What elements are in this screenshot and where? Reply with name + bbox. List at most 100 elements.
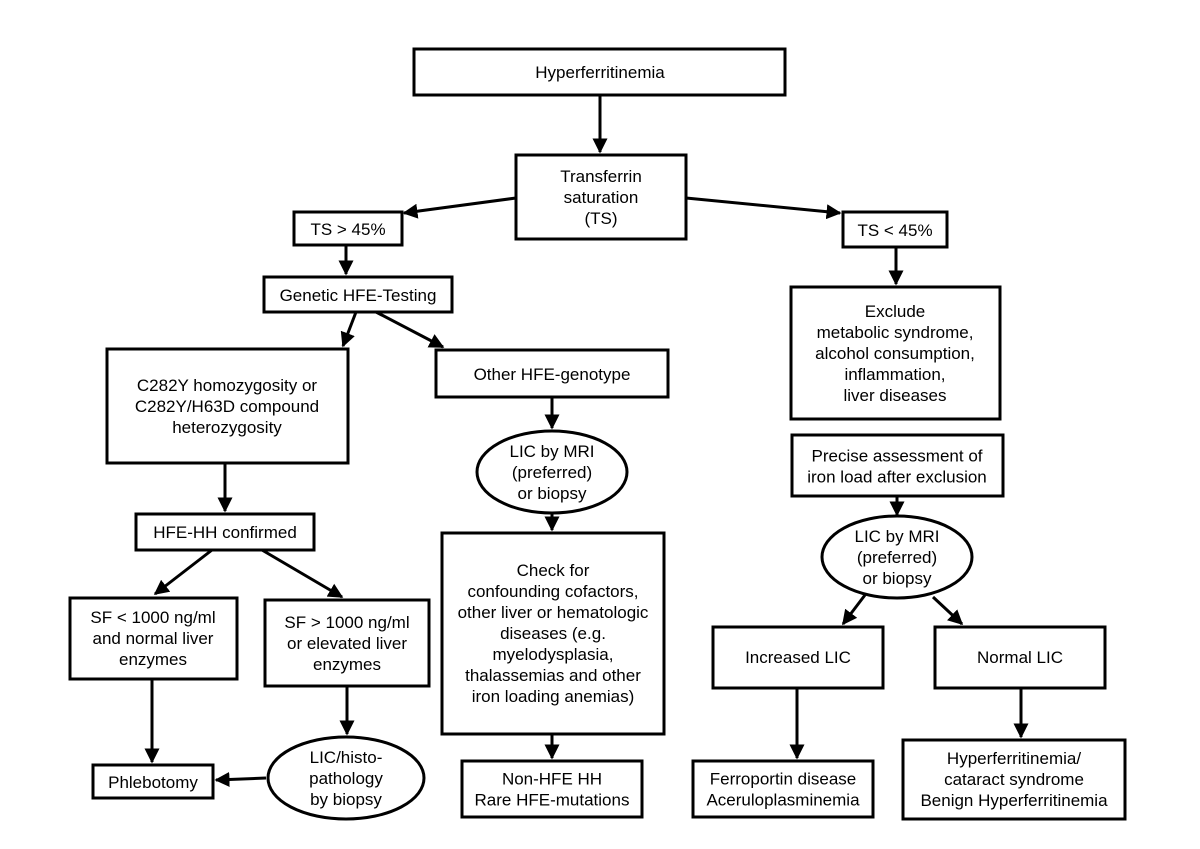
hyperferritinemia-cataract-line-2: cataract syndrome xyxy=(944,770,1084,789)
other-genotype-line-1: Other HFE-genotype xyxy=(474,365,631,384)
c282y-line-1: C282Y homozygosity or xyxy=(137,376,318,395)
sf-low-line-1: SF < 1000 ng/ml xyxy=(90,608,215,627)
node-lic-mri-right: LIC by MRI(preferred)or biopsy xyxy=(820,514,974,600)
sf-high-line-2: or elevated liver xyxy=(287,634,407,653)
node-hyperferritinemia-text: Hyperferritinemia xyxy=(535,63,665,82)
transferrin-saturation-line-2: saturation xyxy=(564,188,639,207)
lic-mri-mid-line-3: or biopsy xyxy=(518,484,587,503)
node-transferrin-saturation-text: Transferrin saturation (TS) xyxy=(560,167,642,228)
exclude-line-2: metabolic syndrome, xyxy=(817,323,974,342)
arrow-hh-confirmed-to-sf-high xyxy=(261,548,344,599)
non-hfe-hh-line-1: Non-HFE HH xyxy=(502,770,602,789)
check-confounding-line-7: iron loading anemias) xyxy=(472,687,635,706)
node-check-confounding: Check for confounding cofactors, other liv… xyxy=(440,531,666,736)
arrow-hh-confirmed-to-sf-low xyxy=(153,548,213,596)
node-hfe-hh-confirmed-text: HFE-HH confirmed xyxy=(153,523,297,542)
node-increased-lic-text: Increased LIC xyxy=(745,648,851,667)
lic-mri-right-line-2: (preferred) xyxy=(857,548,937,567)
arrow-genetic-to-c282y xyxy=(340,311,358,348)
node-other-hfe-genotype: Other HFE-genotype xyxy=(434,348,670,399)
node-lic-mri-right-text: LIC by MRI(preferred)or biopsy xyxy=(854,527,939,588)
check-confounding-line-5: myelodysplasia, xyxy=(493,645,614,664)
node-ts-high: TS > 45% xyxy=(292,210,404,247)
check-confounding-line-1: Check for xyxy=(517,561,590,580)
node-exclude: Exclude metabolic syndrome, alcohol consum… xyxy=(789,285,1002,421)
node-increased-lic: Increased LIC xyxy=(711,625,885,690)
sf-high-line-1: SF > 1000 ng/ml xyxy=(284,613,409,632)
check-confounding-line-3: other liver or hematologic xyxy=(458,603,649,622)
ts-low-line-1: TS < 45% xyxy=(857,221,932,240)
node-c282y-homozygosity-text: C282Y homozygosity or C282Y/H63D compound… xyxy=(135,376,319,437)
node-non-hfe-hh: Non-HFE HH Rare HFE-mutations xyxy=(460,759,644,819)
node-sf-low-text: SF < 1000 ng/ml and normal liver enzymes xyxy=(90,608,215,669)
hyperferritinemia-line-1: Hyperferritinemia xyxy=(535,63,665,82)
increased-lic-line-1: Increased LIC xyxy=(745,648,851,667)
check-confounding-line-6: thalassemias and other xyxy=(465,666,641,685)
node-ts-low: TS < 45% xyxy=(841,210,949,249)
node-ts-low-text: TS < 45% xyxy=(857,221,932,240)
check-confounding-line-4: diseases (e.g. xyxy=(500,624,606,643)
hyperferritinemia-cataract-line-3: Benign Hyperferritinemia xyxy=(920,791,1108,810)
arrow-genetic-to-other-genotype xyxy=(375,310,445,349)
lic-mri-mid-line-2: (preferred) xyxy=(512,463,592,482)
exclude-line-4: inflammation, xyxy=(844,365,945,384)
ts-high-line-1: TS > 45% xyxy=(310,220,385,239)
node-hfe-hh-confirmed: HFE-HH confirmed xyxy=(134,512,316,552)
node-sf-high: SF > 1000 ng/ml or elevated liver enzymes xyxy=(263,598,431,688)
node-lic-mri-middle: LIC by MRI (preferred) or biopsy xyxy=(475,429,629,515)
c282y-line-3: heterozygosity xyxy=(172,418,282,437)
node-non-hfe-hh-text: Non-HFE HH Rare HFE-mutations xyxy=(475,770,630,810)
node-genetic-testing-text: Genetic HFE-Testing xyxy=(280,286,437,305)
node-check-confounding-text: Check for confounding cofactors, other liv… xyxy=(458,561,649,706)
ferroportin-line-2: Aceruloplasminemia xyxy=(706,791,860,810)
arrow-lic-right-to-increased xyxy=(841,594,867,626)
node-transferrin-saturation: Transferrin saturation (TS) xyxy=(514,153,688,241)
ferroportin-line-1: Ferroportin disease xyxy=(710,770,856,789)
sf-low-line-2: and normal liver xyxy=(93,629,214,648)
lic-histo-line-3: by biopsy xyxy=(310,790,382,809)
arrow-lic-right-to-normal xyxy=(931,595,964,626)
node-normal-lic-text: Normal LIC xyxy=(977,648,1063,667)
arrow-ts-to-ts-low xyxy=(685,196,842,220)
hh-confirmed-line-1: HFE-HH confirmed xyxy=(153,523,297,542)
sf-low-line-3: enzymes xyxy=(119,650,187,669)
node-c282y-homozygosity: C282Y homozygosity or C282Y/H63D compound… xyxy=(105,347,350,465)
node-lic-mri-middle-text: LIC by MRI (preferred) or biopsy xyxy=(509,442,594,503)
exclude-line-1: Exclude xyxy=(865,302,925,321)
arrow-ts-to-ts-high xyxy=(402,196,517,219)
lic-histo-line-1: LIC/histo- xyxy=(310,748,383,767)
transferrin-saturation-line-3: (TS) xyxy=(584,209,617,228)
transferrin-saturation-line-1: Transferrin xyxy=(560,167,642,186)
lic-mri-mid-line-1: LIC by MRI xyxy=(509,442,594,461)
lic-mri-right-line-1: LIC by MRI xyxy=(854,527,939,546)
connectors xyxy=(144,95,1029,787)
node-sf-low: SF < 1000 ng/ml and normal liver enzymes xyxy=(68,596,239,681)
node-genetic-testing: Genetic HFE-Testing xyxy=(262,275,454,314)
node-normal-lic: Normal LIC xyxy=(933,625,1107,690)
phlebotomy-line-1: Phlebotomy xyxy=(108,773,198,792)
check-confounding-line-2: confounding cofactors, xyxy=(467,582,638,601)
sf-high-line-3: enzymes xyxy=(313,655,381,674)
non-hfe-hh-line-2: Rare HFE-mutations xyxy=(475,791,630,810)
precise-assessment-line-2: iron load after exclusion xyxy=(807,468,987,487)
arrow-lic-histo-to-phlebotomy xyxy=(214,771,267,787)
node-hyperferritinemia: Hyperferritinemia xyxy=(412,47,787,97)
node-exclude-text: Exclude metabolic syndrome, alcohol consum… xyxy=(815,302,975,405)
genetic-testing-line-1: Genetic HFE-Testing xyxy=(280,286,437,305)
c282y-line-2: C282Y/H63D compound xyxy=(135,397,319,416)
node-other-hfe-genotype-text: Other HFE-genotype xyxy=(474,365,631,384)
node-phlebotomy-text: Phlebotomy xyxy=(108,773,198,792)
hyperferritinemia-cataract-line-1: Hyperferritinemia/ xyxy=(947,749,1081,768)
node-sf-high-text: SF > 1000 ng/ml or elevated liver enzymes xyxy=(284,613,409,674)
exclude-line-3: alcohol consumption, xyxy=(815,344,975,363)
normal-lic-line-1: Normal LIC xyxy=(977,648,1063,667)
node-ts-high-text: TS > 45% xyxy=(310,220,385,239)
